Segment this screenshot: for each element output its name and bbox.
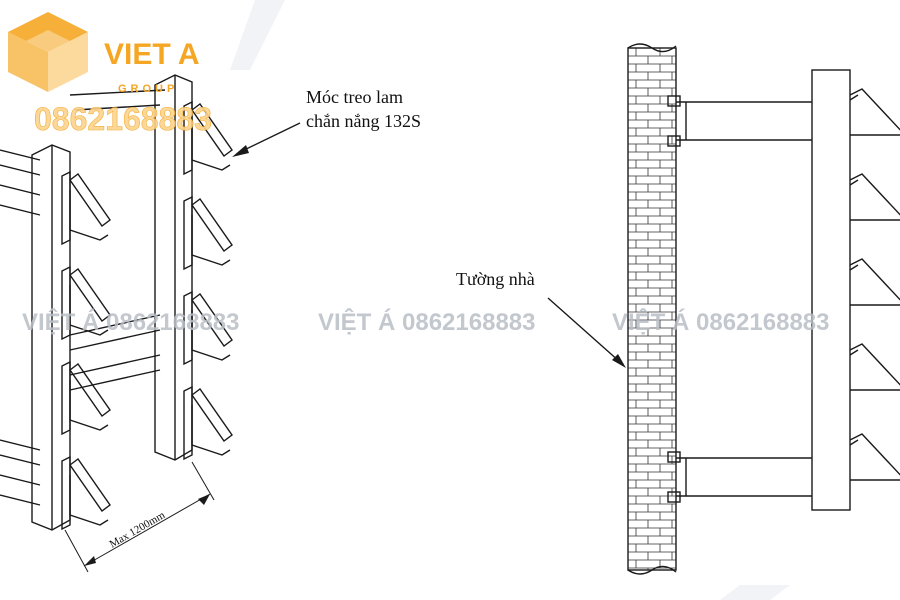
watermark-row: VIỆT Á 0862168883 VIỆT Á 0862168883 VIỆT… <box>22 308 830 336</box>
logo-brand: VIET A <box>104 38 200 71</box>
horizontal-rails <box>0 89 166 506</box>
watermark-1: VIỆT Á 0862168883 <box>22 308 240 336</box>
hook-label-line1: Móc treo lam <box>306 87 403 107</box>
hook-label-line2: chắn nắng 132S <box>306 111 421 131</box>
watermark-2: VIỆT Á 0862168883 <box>318 308 536 336</box>
dimension-line: Max 1200mm <box>64 461 215 573</box>
background-streaks <box>230 0 790 600</box>
watermark-3: VIỆT Á 0862168883 <box>612 308 830 336</box>
section-view <box>547 43 900 575</box>
logo-phone: 0862168883 <box>34 101 212 137</box>
logo-cube-icon <box>8 12 88 92</box>
louver-brackets <box>849 88 900 481</box>
arm-bottom <box>667 451 812 503</box>
dimension-label: Max 1200mm <box>108 509 168 551</box>
brackets-left-post <box>61 170 111 531</box>
isometric-view: Max 1200mm <box>0 74 301 573</box>
hook-pointer-arrow <box>232 122 301 157</box>
brick-wall <box>627 43 677 575</box>
wall-label: Tường nhà <box>456 269 535 289</box>
brand-logo: VIET A GROUP 0862168883 <box>8 12 212 137</box>
wall-pointer-arrow <box>547 297 626 368</box>
logo-sub: GROUP <box>118 83 178 95</box>
arm-top <box>667 95 812 147</box>
vertical-column <box>811 69 851 511</box>
brackets-right-post <box>183 100 233 461</box>
